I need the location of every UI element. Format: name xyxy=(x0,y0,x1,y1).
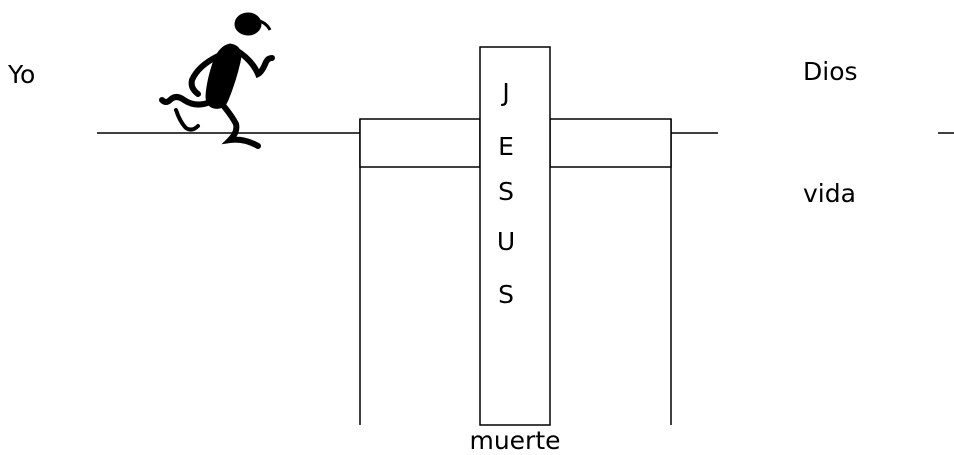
label-muerte: muerte xyxy=(469,426,560,455)
cross-beam-right xyxy=(549,118,672,168)
cross-beam-left xyxy=(359,118,481,168)
cross-letter-s1: S xyxy=(498,177,514,206)
label-yo: Yo xyxy=(7,60,35,89)
cross-letter-s2: S xyxy=(498,280,514,309)
cross-vertical-post xyxy=(479,46,551,426)
cross-letter-u: U xyxy=(497,227,515,256)
cross-letter-e: E xyxy=(498,132,514,161)
label-vida: vida xyxy=(803,179,856,208)
running-person-icon xyxy=(159,12,275,149)
cross-letter-j: J xyxy=(500,78,509,107)
label-dios: Dios xyxy=(803,57,858,86)
